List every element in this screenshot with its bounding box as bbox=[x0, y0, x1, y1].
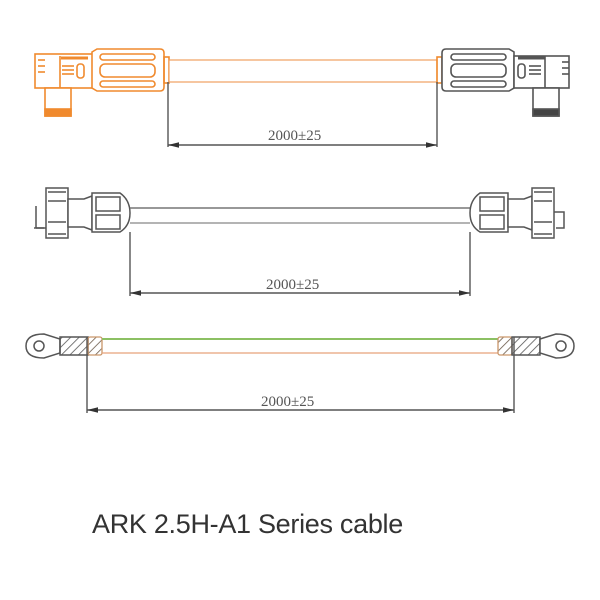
ring-terminal-left-icon bbox=[25, 333, 103, 359]
dimension-line-1 bbox=[167, 82, 438, 148]
dimension-label-1: 2000±25 bbox=[268, 128, 321, 144]
cable-1-wire bbox=[168, 59, 438, 83]
dimension-label-2: 2000±25 bbox=[266, 277, 319, 293]
black-connector-right-icon bbox=[436, 48, 570, 117]
cable-1: 2000±25 bbox=[34, 48, 570, 148]
diagram-title: ARK 2.5H-A1 Series cable bbox=[92, 509, 403, 539]
straight-connector-right-icon bbox=[469, 187, 565, 239]
cable-2: 2000±25 bbox=[34, 187, 565, 296]
ring-terminal-right-icon bbox=[497, 333, 575, 359]
dimension-line-3 bbox=[86, 337, 515, 413]
straight-connector-left-icon bbox=[34, 187, 131, 239]
cable-3: 2000±25 bbox=[25, 333, 575, 413]
orange-connector-left-icon bbox=[34, 48, 170, 117]
dimension-line-2 bbox=[129, 232, 471, 296]
dimension-label-3: 2000±25 bbox=[261, 394, 314, 410]
